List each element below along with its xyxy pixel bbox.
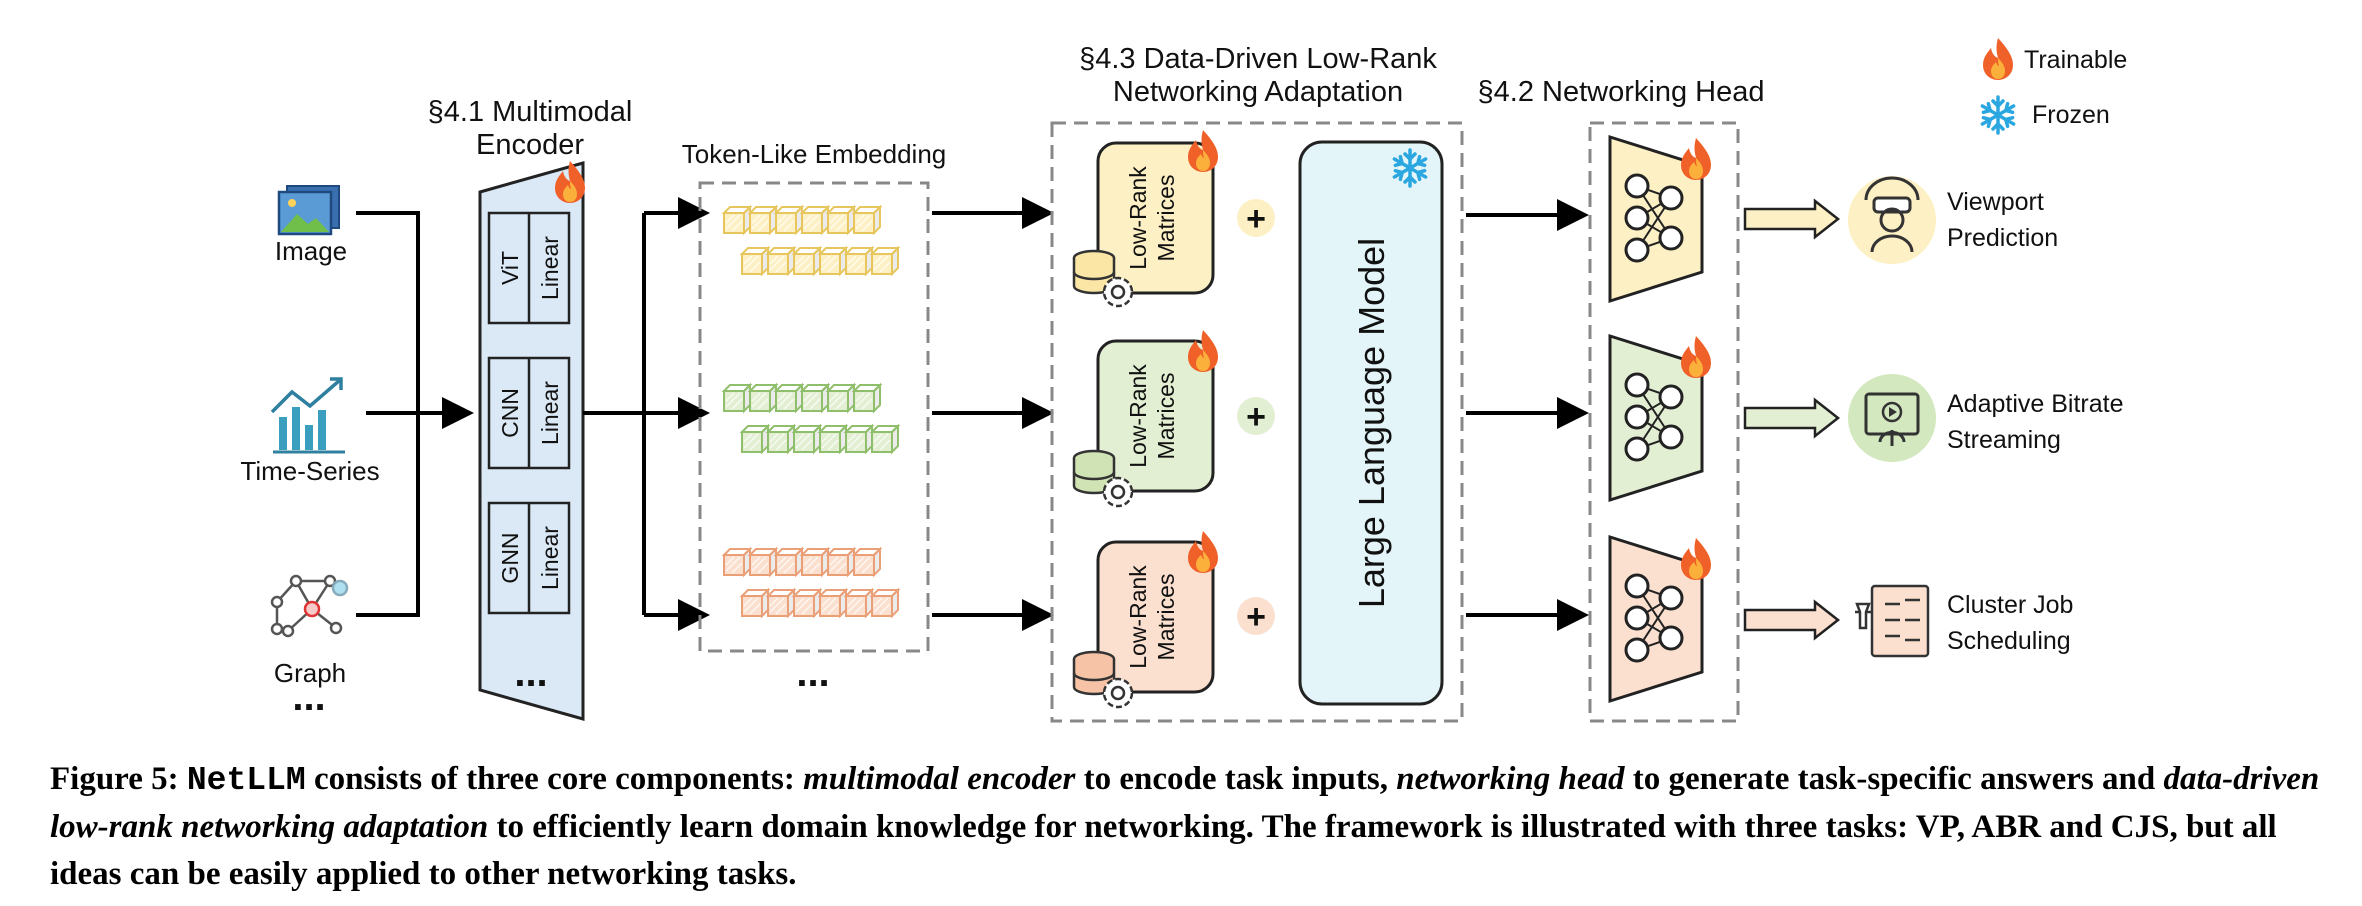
lowrank-label-line2: Matrices xyxy=(1153,175,1179,262)
snowflake-icon xyxy=(1980,95,2016,135)
flame-icon xyxy=(1188,130,1218,172)
task-adaptive-bitrate: Adaptive Bitrate Streaming xyxy=(1848,374,2124,462)
lowrank-label: Low-Rank xyxy=(1125,565,1151,669)
encoder-net-label: ViT xyxy=(497,251,523,285)
large-language-model: Large Language Model xyxy=(1298,140,1444,706)
input-label: Time-Series xyxy=(240,456,379,486)
embedding-ellipsis: ... xyxy=(796,651,829,695)
scheduling-icon xyxy=(1855,584,1930,658)
task-cluster-job-scheduling: Cluster Job Scheduling xyxy=(1855,584,2073,658)
input-connectors xyxy=(356,211,474,617)
encoder-connectors xyxy=(583,197,710,631)
adaptation-dashed-box xyxy=(1050,121,1464,723)
encoder-block-gnn: GNN Linear xyxy=(487,501,571,615)
viewport-icon xyxy=(1848,176,1936,264)
plus-sign: + xyxy=(1246,200,1266,238)
task-viewport-prediction: Viewport Prediction xyxy=(1848,176,2058,264)
task-label: Cluster Job xyxy=(1947,591,2073,619)
task-label-line2: Scheduling xyxy=(1947,627,2071,655)
encoder-title: §4.1 Multimodal xyxy=(428,96,633,128)
legend-frozen-label: Frozen xyxy=(2032,101,2110,129)
lowrank-label-line2: Matrices xyxy=(1153,373,1179,460)
legend: Trainable Frozen xyxy=(1980,38,2127,135)
caption-term-encoder: multimodal encoder xyxy=(803,761,1076,797)
time-series-icon xyxy=(270,377,345,454)
head-block-green xyxy=(1608,333,1711,503)
encoder-title-line2: Encoder xyxy=(476,129,584,161)
input-label: Graph xyxy=(274,658,346,688)
networking-head: §4.2 Networking Head xyxy=(1478,76,1765,723)
lowrank-matrices-yellow: Low-Rank Matrices + xyxy=(1072,130,1275,308)
embedding-title: Token-Like Embedding xyxy=(682,139,947,169)
input-image: Image xyxy=(275,185,347,266)
caption-term-adaptation: data-driven low-rank networking adaptati… xyxy=(50,761,2320,845)
flame-icon xyxy=(1681,138,1711,180)
task-label-line2: Streaming xyxy=(1947,426,2061,454)
embedding-dashed-box xyxy=(698,181,930,653)
caption-text-4: to efficiently learn domain knowledge fo… xyxy=(50,809,2277,892)
lowrank-label: Low-Rank xyxy=(1125,364,1151,468)
adaptation-title-line2: Networking Adaptation xyxy=(1113,76,1403,108)
image-icon xyxy=(277,185,340,236)
head-dashed-box xyxy=(1588,121,1740,723)
embedding-connectors xyxy=(932,197,1054,631)
input-graph: Graph ... xyxy=(270,574,349,719)
caption-text-1: consists of three core components: xyxy=(305,761,804,797)
head-block-orange xyxy=(1608,534,1711,704)
lowrank-label-line2: Matrices xyxy=(1153,574,1179,661)
head-title: §4.2 Networking Head xyxy=(1478,76,1765,108)
encoder-ellipsis: ... xyxy=(514,651,547,695)
encoder-block-cnn: CNN Linear xyxy=(487,356,571,470)
adaptation-title: §4.3 Data-Driven Low-Rank xyxy=(1079,43,1437,75)
task-label: Viewport xyxy=(1947,188,2044,216)
caption-text-3: to generate task-specific answers and xyxy=(1624,761,2164,797)
caption-text-2: to encode task inputs, xyxy=(1075,761,1397,797)
inputs-ellipsis: ... xyxy=(292,675,325,719)
caption-system-name: NetLLM xyxy=(186,762,306,799)
lowrank-matrices-green: Low-Rank Matrices + xyxy=(1072,330,1275,508)
figure-caption: Figure 5: NetLLM consists of three core … xyxy=(50,756,2340,898)
task-label-line2: Prediction xyxy=(1947,224,2058,252)
lowrank-label: Low-Rank xyxy=(1125,166,1151,270)
output-arrows xyxy=(1743,198,1841,641)
token-embedding: Token-Like Embedding ... xyxy=(682,139,947,695)
flame-icon xyxy=(1681,538,1711,580)
lowrank-matrices-orange: Low-Rank Matrices + xyxy=(1072,531,1275,709)
caption-label: Figure 5: xyxy=(50,761,187,797)
bitrate-icon xyxy=(1848,374,1936,462)
caption-term-head: networking head xyxy=(1396,761,1625,797)
token-group-green xyxy=(723,384,899,453)
adaptation-connectors xyxy=(1466,199,1589,631)
head-block-yellow xyxy=(1608,134,1711,304)
lowrank-adaptation: §4.3 Data-Driven Low-Rank Networking Ada… xyxy=(1050,43,1464,723)
graph-icon xyxy=(270,574,349,638)
input-label: Image xyxy=(275,236,347,266)
flame-icon xyxy=(1983,38,2013,80)
flame-icon xyxy=(1681,336,1711,378)
legend-trainable-label: Trainable xyxy=(2024,46,2127,74)
token-group-orange xyxy=(723,548,899,617)
encoder-proj-label: Linear xyxy=(537,236,563,300)
encoder-proj-label: Linear xyxy=(537,381,563,445)
task-label: Adaptive Bitrate xyxy=(1947,390,2124,418)
encoder-proj-label: Linear xyxy=(537,526,563,590)
plus-sign: + xyxy=(1246,598,1266,636)
encoder-block-vit: ViT Linear xyxy=(487,211,571,325)
flame-icon xyxy=(1188,531,1218,573)
encoder-net-label: CNN xyxy=(497,388,523,438)
token-group-yellow xyxy=(723,206,899,275)
encoder-net-label: GNN xyxy=(497,532,523,583)
llm-label: Large Language Model xyxy=(1351,238,1392,608)
plus-sign: + xyxy=(1246,398,1266,436)
input-time-series: Time-Series xyxy=(240,377,380,486)
multimodal-encoder: §4.1 Multimodal Encoder ViT Linear CNN L… xyxy=(428,96,633,721)
flame-icon xyxy=(1188,330,1218,372)
